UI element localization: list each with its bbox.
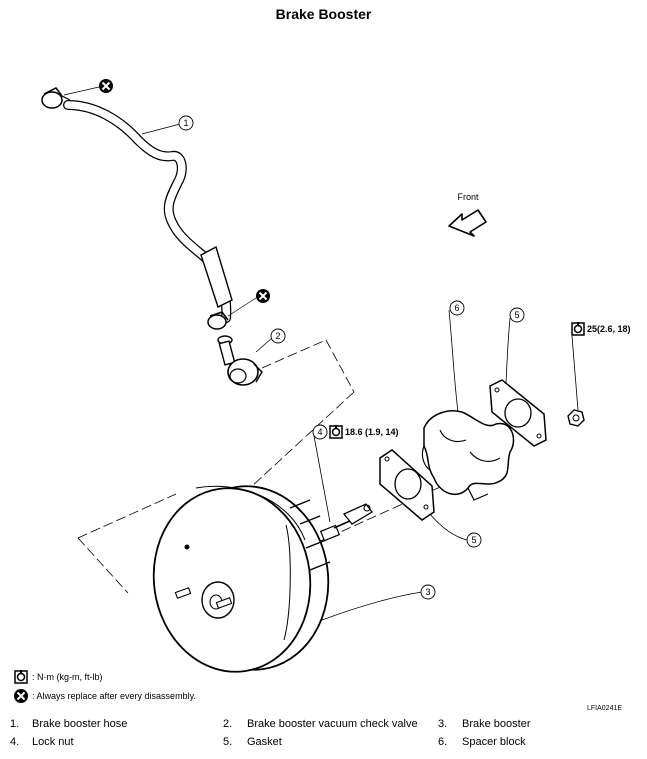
part-name: Brake booster hose [32,718,128,730]
gasket-rear [489,379,547,447]
callout-2: 2 [270,328,286,344]
replace-icon-clamp-top [98,78,114,94]
diagram-title: Brake Booster [275,6,372,22]
figure-code: LFIA0241E [587,705,623,712]
part-item: 2. [223,718,233,730]
callout-5-front: 5 [466,532,482,548]
torque-nut: 25(2.6, 18) [587,324,631,334]
brake-booster-hose [63,100,233,323]
hose-clamp-top [41,87,71,109]
callout-5-rear: 5 [509,307,525,323]
part-name: Spacer block [462,736,526,748]
part-name: Brake booster vacuum check valve [247,718,418,730]
torque-icon [14,670,28,684]
legend-torque-text: : N·m (kg-m, ft-lb) [32,672,103,682]
callout-4: 4 [312,424,328,440]
torque-icon-lock-nut [329,424,343,439]
brake-booster-body [152,485,341,673]
svg-text:6: 6 [454,303,459,313]
legend-torque: : N·m (kg-m, ft-lb) [14,670,103,684]
svg-text:4: 4 [317,427,322,437]
legend-replace-text: : Always replace after every disassembly… [32,691,196,701]
nut [567,409,585,427]
front-arrow-icon [448,209,487,237]
callout-1: 1 [178,115,194,131]
spacer-block [421,410,515,501]
leader-lines [141,123,579,621]
gasket-front [379,449,435,521]
part-item: 1. [10,718,20,730]
svg-text:2: 2 [275,331,280,341]
torque-lock-nut: 18.6 (1.9, 14) [345,427,399,437]
front-label: Front [457,192,479,202]
part-item: 4. [10,736,20,748]
callout-6: 6 [449,300,465,316]
part-name: Brake booster [462,718,531,730]
part-name: Lock nut [32,736,74,748]
svg-text:5: 5 [471,535,476,545]
replace-icon-clamp-bottom [255,288,271,304]
legend-replace: : Always replace after every disassembly… [14,689,196,703]
part-item: 6. [438,736,448,748]
callout-3: 3 [420,584,436,600]
vacuum-check-valve [217,335,263,386]
svg-text:1: 1 [183,118,188,128]
push-rod-clevis [333,503,373,529]
part-item: 5. [223,736,233,748]
svg-text:3: 3 [425,587,430,597]
torque-icon-nut [571,321,585,336]
svg-text:5: 5 [514,310,519,320]
replace-icon [14,689,28,703]
hose-clamp-bottom [207,311,229,330]
part-item: 3. [438,718,448,730]
part-name: Gasket [247,736,282,748]
